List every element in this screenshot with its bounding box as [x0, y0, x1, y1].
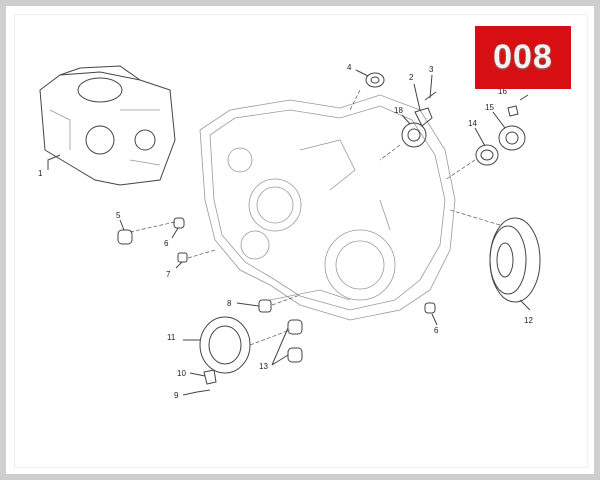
label-3: 3: [429, 65, 434, 74]
label-12: 12: [524, 316, 533, 325]
bearing-4: [365, 72, 385, 88]
label-8: 8: [227, 299, 232, 308]
label-13: 13: [259, 362, 268, 371]
label-1: 1: [38, 169, 43, 178]
label-16: 16: [498, 87, 507, 96]
bearing-15: [498, 125, 526, 151]
label-6: 6: [164, 239, 169, 248]
dowels: [117, 217, 436, 393]
bracket-2: [414, 107, 433, 127]
crankcase-half: [199, 94, 456, 321]
label-4: 4: [347, 63, 352, 72]
label-11: 11: [167, 333, 176, 342]
label-2: 2: [409, 73, 414, 82]
label-6: 6: [434, 326, 439, 335]
label-7: 7: [166, 270, 171, 279]
inner-border: [14, 14, 588, 468]
label-9: 9: [174, 391, 179, 400]
label-18: 18: [394, 106, 403, 115]
bearing-18: [401, 122, 427, 148]
bearing-12: [489, 217, 541, 303]
seal-14: [475, 144, 499, 166]
bracket-16: [507, 94, 529, 117]
label-5: 5: [116, 211, 121, 220]
label-15: 15: [485, 103, 494, 112]
label-10: 10: [177, 369, 186, 378]
engine-block: [39, 65, 176, 186]
seal-11: [199, 316, 251, 374]
diagram-number-badge: 008: [475, 26, 571, 89]
label-14: 14: [468, 119, 477, 128]
